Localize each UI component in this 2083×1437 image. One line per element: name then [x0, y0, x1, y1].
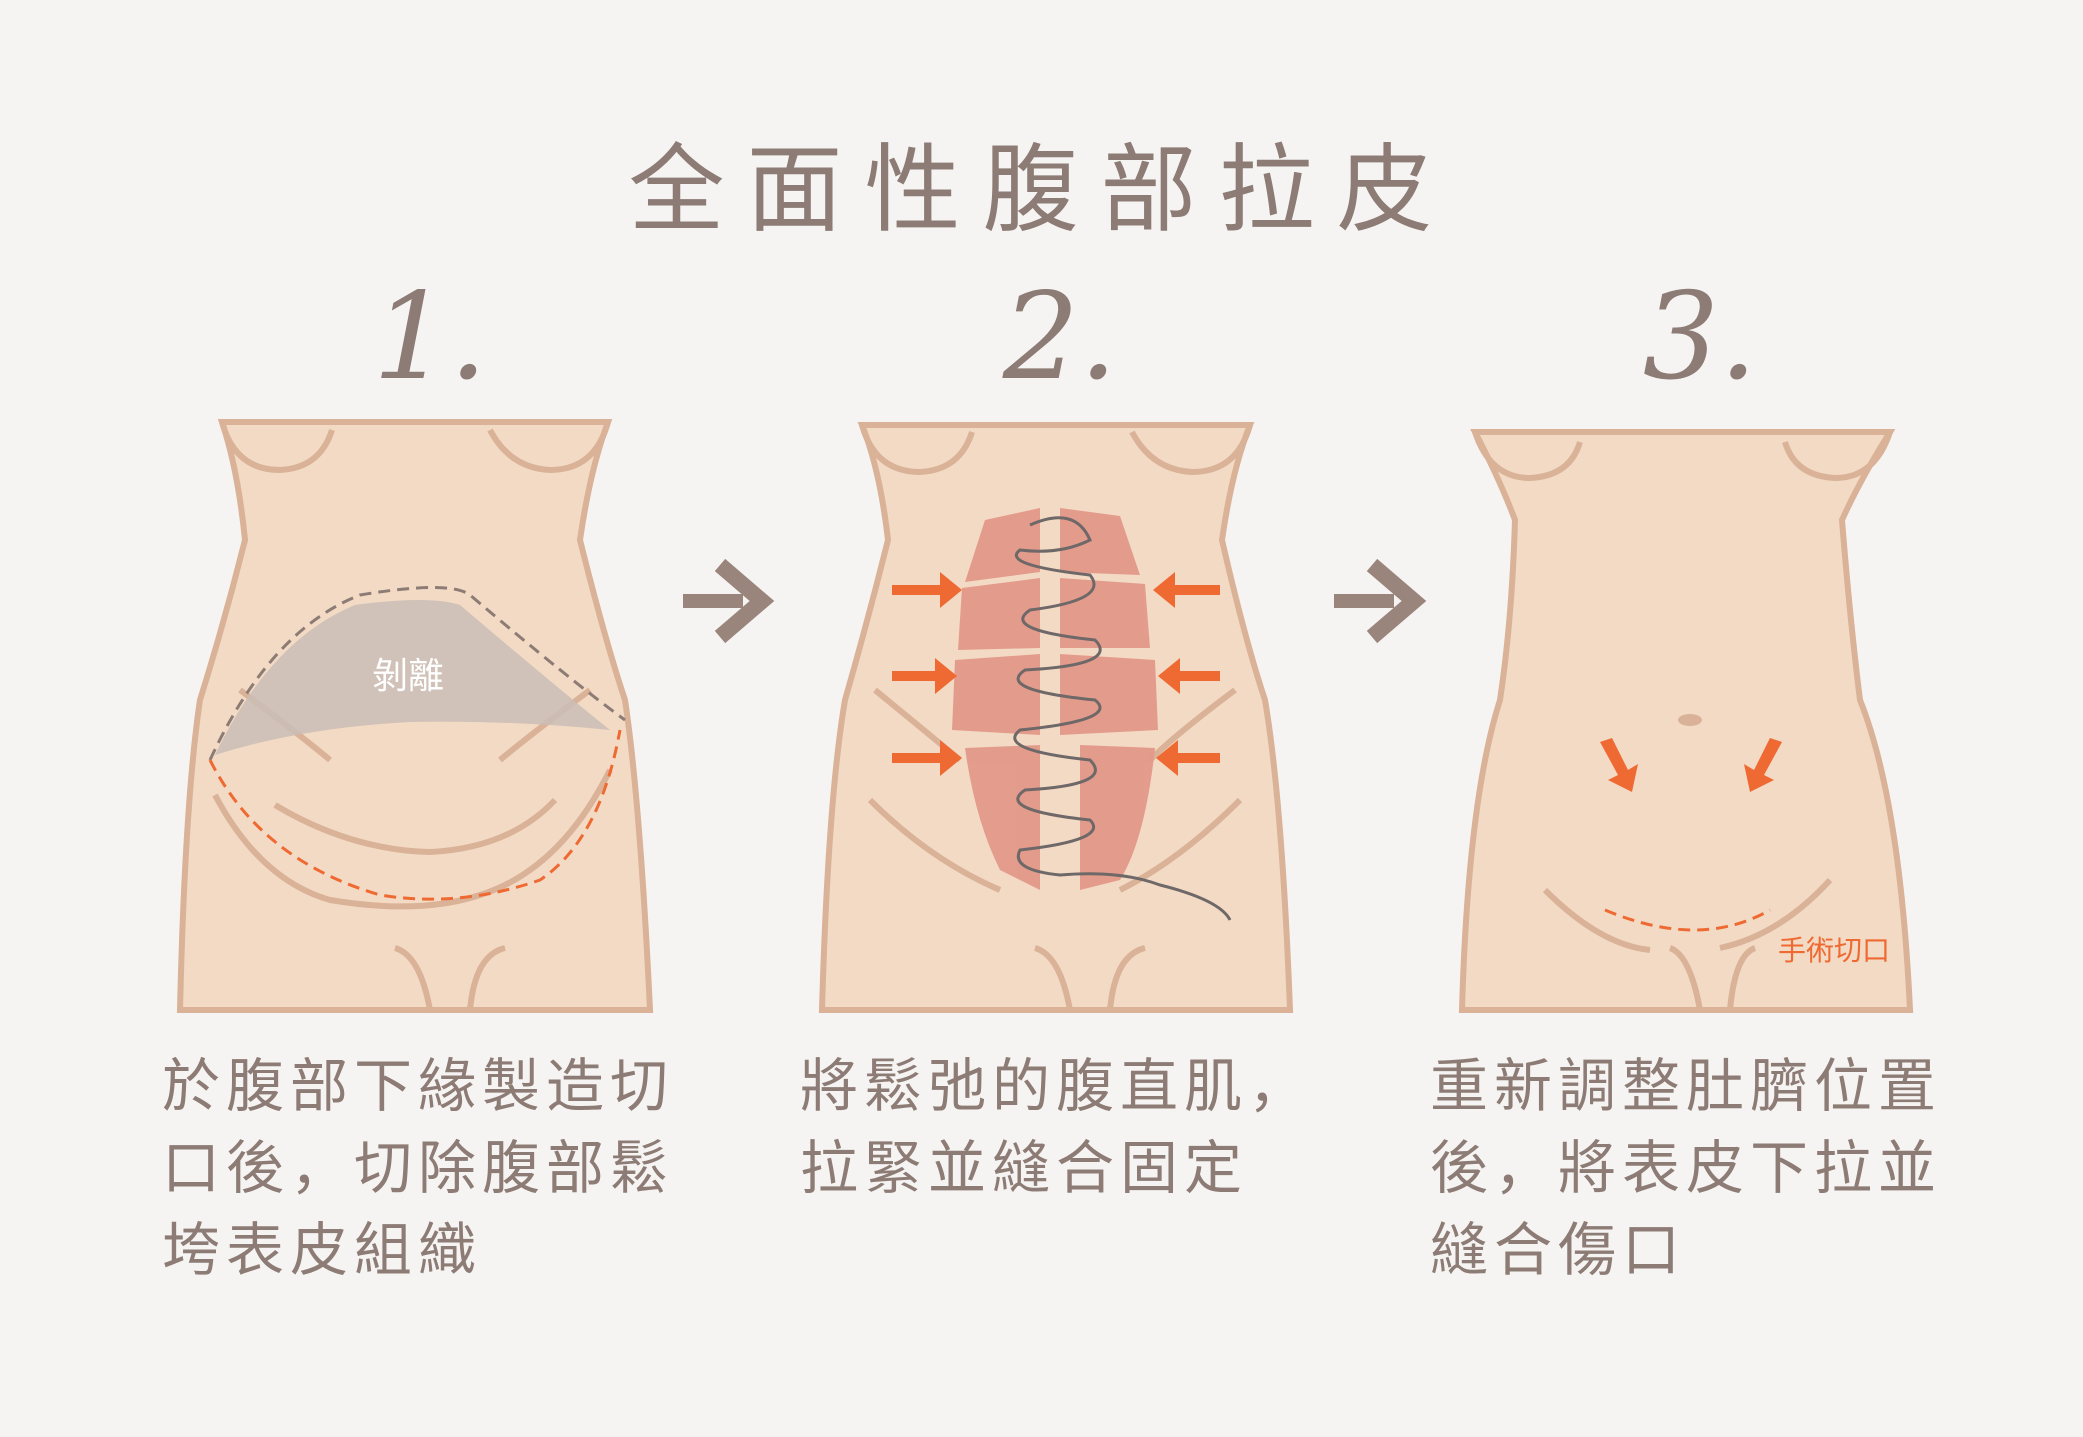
separated-tissue-area	[215, 600, 610, 755]
muscle-segment	[1060, 578, 1150, 648]
arrow-left-icon	[1153, 572, 1220, 608]
step-1-caption: 於腹部下緣製造切 口後，切除腹部鬆 垮表皮組織	[162, 1052, 675, 1284]
step-1-number: 1.	[372, 268, 488, 407]
arrow-right-icon	[892, 572, 962, 608]
next-arrow-icon	[1334, 558, 1427, 644]
incision-line-step-3	[1604, 908, 1771, 932]
suture-thread	[1013, 516, 1232, 921]
muscle-segment	[965, 745, 1040, 890]
arrow-down-right-icon	[1600, 738, 1638, 792]
muscle-segment	[965, 508, 1040, 582]
muscle-segment	[952, 654, 1040, 735]
pull-down-arrows	[1600, 738, 1782, 792]
muscle-segment	[1080, 745, 1155, 890]
page-title: 全面性腹部拉皮	[628, 134, 1455, 246]
muscle-segment	[1060, 654, 1158, 735]
step-3-caption: 重新調整肚臍位置 後，將表皮下拉並 縫合傷口	[1430, 1052, 1943, 1284]
arrow-right-icon	[892, 658, 957, 694]
arrow-down-left-icon	[1744, 738, 1782, 792]
incision-line-step-1	[208, 729, 622, 901]
incision-label: 手術切口	[1778, 934, 1890, 967]
arrow-right-icon	[892, 740, 962, 776]
tighten-arrows	[892, 572, 1220, 776]
separation-label: 剝離	[372, 656, 444, 697]
navel	[1678, 714, 1702, 726]
next-arrow-icon	[683, 558, 775, 644]
step-2-number: 2.	[1002, 268, 1118, 407]
arrow-left-icon	[1158, 658, 1220, 694]
rectus-muscle-group	[952, 508, 1158, 890]
excision-outline	[208, 586, 626, 761]
muscle-segment	[958, 578, 1040, 650]
torso-step-2	[818, 422, 1294, 1013]
arrow-left-icon	[1156, 740, 1220, 776]
step-3-number: 3.	[1642, 268, 1758, 407]
step-2-caption: 將鬆弛的腹直肌， 拉緊並縫合固定	[800, 1052, 1313, 1202]
